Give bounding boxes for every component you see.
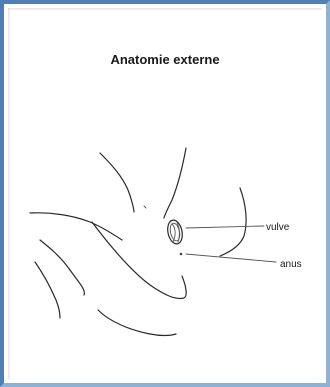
vulve-pointer xyxy=(186,226,264,228)
upper-leg-line xyxy=(164,148,186,218)
label-vulve: vulve xyxy=(266,222,290,233)
label-anus: anus xyxy=(280,259,302,270)
anus-pointer xyxy=(186,254,276,262)
anus-dot xyxy=(180,253,183,256)
left-thigh-line xyxy=(100,153,134,212)
lower-center-line xyxy=(98,310,176,336)
left-leg-horizontal xyxy=(30,213,122,240)
vulva-sketch xyxy=(166,219,185,245)
left-leg-lower-2 xyxy=(35,262,60,318)
left-leg-lower xyxy=(40,240,84,295)
right-leg-line xyxy=(220,188,246,256)
small-mark xyxy=(144,206,146,208)
buttock-curve xyxy=(92,222,186,298)
